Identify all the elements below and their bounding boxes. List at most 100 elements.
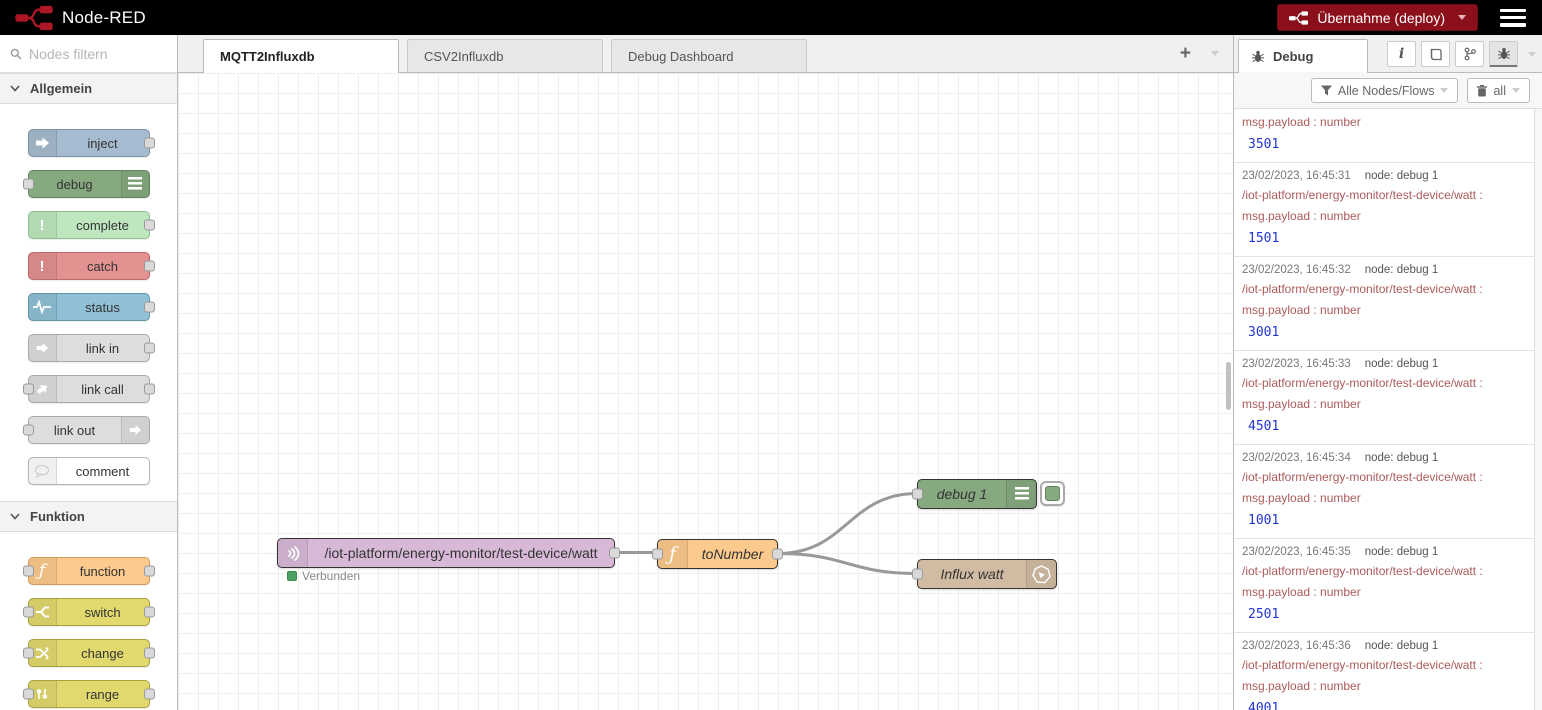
tab-debug-sidebar[interactable]: Debug [1238,39,1368,73]
debug-filter-row: Alle Nodes/Flows all [1234,73,1542,109]
debug-message-list: msg.payload : number 3501 23/02/2023, 16… [1234,109,1535,710]
message-payload-type: msg.payload : number [1242,397,1361,411]
flow-node-tonumber[interactable]: ƒ toNumber [652,539,783,569]
input-port[interactable] [912,488,923,500]
input-port[interactable] [22,688,34,700]
node-label: Influx watt [940,566,1004,582]
debug-message: msg.payload : number 3501 [1234,109,1534,163]
message-timestamp: 23/02/2023, 16:45:33 [1242,358,1351,370]
chevron-down-icon [10,85,20,92]
output-port[interactable] [143,219,155,231]
palette-node-list-funktion: ƒ function switch change [0,532,177,710]
deploy-caret-icon[interactable] [1458,15,1466,20]
palette-node-switch[interactable]: switch [22,598,155,626]
inject-arrow-icon [28,130,57,156]
palette-section-allgemein[interactable]: Allgemein [0,73,177,104]
debug-tab-button[interactable] [1489,41,1518,67]
function-f-icon: ƒ [658,540,688,568]
input-port[interactable] [22,383,34,395]
output-port[interactable] [143,301,155,313]
message-value: 1001 [1248,513,1280,528]
output-port[interactable] [143,647,155,659]
palette-node-label: range [85,686,120,702]
palette-node-label: status [85,299,120,315]
main-menu-button[interactable] [1500,8,1526,27]
flow-list-caret-icon[interactable] [1211,51,1219,56]
palette-node-link-in[interactable]: link in [27,334,155,362]
tab-csv2influxdb[interactable]: CSV2Influxdb [407,39,603,72]
debug-enable-toggle[interactable] [1040,481,1065,506]
filter-funnel-icon [1320,85,1332,96]
node-red-logo: Node-RED [14,4,146,32]
input-port[interactable] [22,178,34,190]
sidebar-menu-caret-icon[interactable] [1528,51,1536,57]
tab-mqtt2influxdb[interactable]: MQTT2Influxdb [203,39,399,73]
palette-node-link-call[interactable]: link call [22,375,155,403]
output-port[interactable] [609,547,620,559]
output-port[interactable] [143,260,155,272]
git-tab-button[interactable] [1455,41,1484,67]
clear-caret-icon [1512,88,1520,93]
message-node: node: debug 1 [1364,546,1439,558]
link-arrow-icon [120,417,149,443]
input-port[interactable] [652,548,663,560]
message-topic: /iot-platform/energy-monitor/test-device… [1242,376,1483,390]
palette-node-catch[interactable]: ! catch [27,252,155,280]
section-label: Funktion [30,509,85,524]
output-port[interactable] [143,342,155,354]
palette-node-label: complete [76,217,129,233]
search-icon [10,48,22,59]
info-tab-button[interactable]: i [1387,41,1416,67]
output-port[interactable] [143,565,155,577]
flow-canvas[interactable]: /iot-platform/energy-monitor/test-device… [178,73,1233,710]
exclamation-icon: ! [28,212,57,238]
palette-node-label: debug [56,176,93,192]
flow-node-debug-1[interactable]: debug 1 [912,479,1037,509]
help-tab-button[interactable] [1421,41,1450,67]
palette-node-label: function [79,563,126,579]
palette-node-comment[interactable]: comment [27,457,150,485]
node-label: /iot-platform/energy-monitor/test-device… [324,545,598,561]
debug-clear-button[interactable]: all [1467,78,1530,103]
palette-node-range[interactable]: range [22,680,155,708]
palette-node-complete[interactable]: ! complete [27,211,155,239]
output-port[interactable] [772,548,783,560]
flow-node-influx-watt[interactable]: Influx watt [912,559,1057,589]
add-flow-button[interactable]: + [1179,43,1191,64]
palette-search[interactable] [0,35,177,73]
output-port[interactable] [143,137,155,149]
output-port[interactable] [143,688,155,700]
palette-node-label: comment [75,463,130,479]
palette-node-link-out[interactable]: link out [22,416,150,444]
message-timestamp: 23/02/2023, 16:45:31 [1242,170,1351,182]
node-palette: Allgemein inject debug ! complete ! [0,35,178,710]
palette-node-inject[interactable]: inject [27,129,155,157]
message-value: 3001 [1248,325,1280,340]
palette-node-function[interactable]: ƒ function [22,557,155,585]
list-icon [1006,480,1036,508]
debug-filter-button[interactable]: Alle Nodes/Flows [1310,78,1459,103]
debug-sidebar: Debug i [1233,35,1542,710]
node-red-logo-icon [15,5,53,30]
input-port[interactable] [912,568,923,580]
message-node: node: debug 1 [1364,358,1439,370]
palette-search-input[interactable] [29,45,159,62]
list-icon [120,171,149,197]
input-port[interactable] [22,606,34,618]
tab-debug-dashboard[interactable]: Debug Dashboard [611,39,807,72]
input-port[interactable] [22,424,34,436]
deploy-button[interactable]: Übernahme (deploy) [1277,4,1478,31]
palette-node-debug[interactable]: debug [22,170,150,198]
output-port[interactable] [143,383,155,395]
canvas-vertical-scrollbar[interactable] [1226,362,1231,410]
palette-section-funktion[interactable]: Funktion [0,501,177,532]
palette-node-label: switch [84,604,121,620]
input-port[interactable] [22,647,34,659]
flow-node-mqtt-in[interactable]: /iot-platform/energy-monitor/test-device… [277,538,620,568]
debug-message: 23/02/2023, 16:45:34 node: debug 1 /iot-… [1234,445,1534,539]
palette-node-change[interactable]: change [22,639,155,667]
filter-caret-icon [1440,88,1449,93]
input-port[interactable] [22,565,34,577]
output-port[interactable] [143,606,155,618]
palette-node-status[interactable]: status [27,293,155,321]
